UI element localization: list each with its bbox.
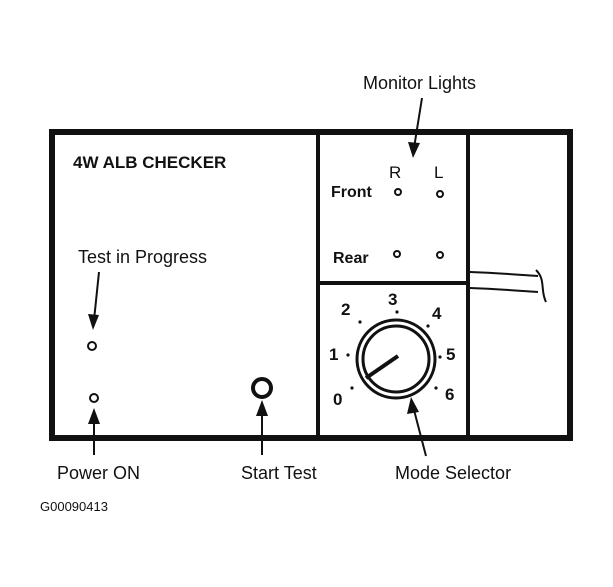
- rear-right-light: [393, 250, 401, 258]
- power-on-label: Power ON: [57, 463, 140, 483]
- mode-selector-arrow: [407, 397, 427, 457]
- device-body: [49, 129, 573, 441]
- start-test-arrow: [256, 400, 268, 455]
- dial-position-2: 2: [341, 300, 350, 319]
- start-test-label: Start Test: [241, 463, 317, 483]
- monitor-lights-arrow: [408, 97, 423, 158]
- mode-selector-label: Mode Selector: [395, 463, 511, 483]
- monitor-col-r: R: [389, 163, 401, 182]
- monitor-lights-label: Monitor Lights: [363, 73, 476, 93]
- figure-code: G00090413: [40, 499, 108, 514]
- power-on-arrow: [88, 408, 100, 455]
- monitor-row-rear: Rear: [333, 250, 369, 267]
- monitor-col-l: L: [434, 163, 443, 182]
- start-test-button[interactable]: [251, 377, 273, 399]
- test-in-progress-light: [87, 341, 97, 351]
- cable: [469, 269, 547, 303]
- front-right-light: [394, 188, 402, 196]
- mode-selector-dial[interactable]: [355, 318, 437, 400]
- rear-left-light: [436, 251, 444, 259]
- test-in-progress-label: Test in Progress: [78, 247, 207, 267]
- device-title: 4W ALB CHECKER: [73, 153, 226, 172]
- dial-position-0: 0: [333, 390, 342, 409]
- power-on-light: [89, 393, 99, 403]
- dial-position-4: 4: [432, 304, 442, 323]
- test-in-progress-arrow: [88, 271, 100, 330]
- dial-ticks: [346, 310, 442, 390]
- dial-position-5: 5: [446, 345, 455, 364]
- dial-pointer: [364, 354, 400, 380]
- dial-position-1: 1: [329, 345, 338, 364]
- monitor-row-front: Front: [331, 184, 373, 201]
- dial-position-6: 6: [445, 385, 454, 404]
- front-left-light: [436, 190, 444, 198]
- dial-position-3: 3: [388, 290, 397, 309]
